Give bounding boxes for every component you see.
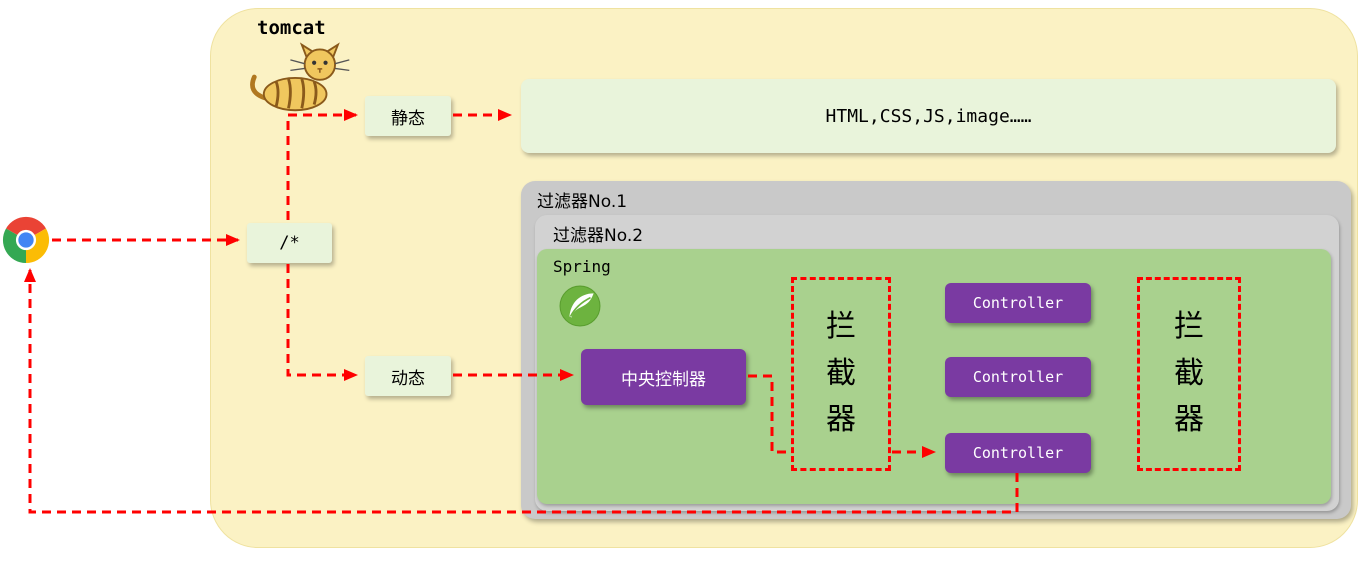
interceptor-right-box: 拦截器 xyxy=(1137,277,1241,471)
interceptor-right-label: 拦截器 xyxy=(1174,309,1204,438)
interceptor-left-label: 拦截器 xyxy=(826,309,856,438)
spring-leaf-icon xyxy=(559,285,601,327)
dynamic-box: 动态 xyxy=(365,356,451,396)
controller-box-1: Controller xyxy=(945,283,1091,323)
central-controller-box: 中央控制器 xyxy=(581,349,746,405)
static-resources-box: HTML,CSS,JS,image…… xyxy=(521,79,1336,153)
filter-no2-label: 过滤器No.2 xyxy=(553,226,644,246)
interceptor-left-box: 拦截器 xyxy=(791,277,891,471)
spring-container: Spring 中央控制器 拦截器 Controller Controller xyxy=(537,249,1331,504)
tomcat-container: tomcat /* 静态 动态 HTML,CSS,JS,image…… xyxy=(210,8,1358,548)
tomcat-label: tomcat xyxy=(257,17,326,39)
controller-box-3: Controller xyxy=(945,433,1091,473)
filter-no2-box: 过滤器No.2 Spring 中央控制器 拦截器 xyxy=(535,215,1339,511)
route-pattern-box: /* xyxy=(247,223,332,263)
chrome-browser-icon xyxy=(2,216,50,264)
static-box: 静态 xyxy=(365,96,451,136)
chrome-icon xyxy=(2,216,50,264)
filter-no1-box: 过滤器No.1 过滤器No.2 Spring 中央控制器 xyxy=(521,181,1351,519)
controller-box-2: Controller xyxy=(945,357,1091,397)
tomcat-logo-icon xyxy=(245,39,351,115)
spring-label: Spring xyxy=(553,257,611,276)
filter-no1-label: 过滤器No.1 xyxy=(537,192,628,212)
